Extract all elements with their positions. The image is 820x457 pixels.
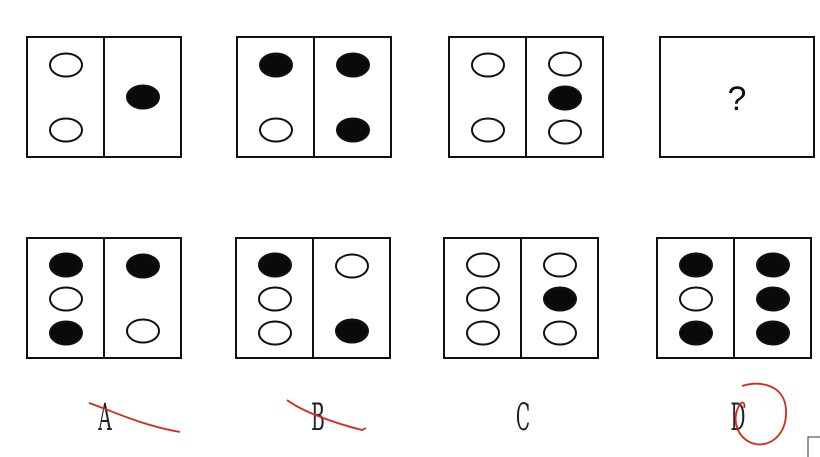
- filled-circle-right: [336, 117, 370, 143]
- corner-element: [807, 436, 820, 457]
- empty-circle-left: [49, 286, 83, 312]
- question-panel-1: [26, 36, 182, 158]
- option-panel-b: [235, 237, 391, 359]
- question-panel-3: [448, 36, 604, 158]
- empty-circle-left: [258, 286, 292, 312]
- option-label-b[interactable]: B: [311, 396, 325, 439]
- filled-circle-right: [756, 252, 790, 278]
- unknown-panel: ?: [659, 36, 815, 158]
- empty-circle-left: [258, 320, 292, 346]
- empty-circle-left: [471, 117, 505, 143]
- option-panel-d: [656, 237, 812, 359]
- filled-circle-left: [259, 52, 293, 78]
- question-panel-2: [236, 36, 392, 158]
- filled-circle-right: [126, 84, 160, 110]
- option-panel-c: [443, 237, 599, 359]
- filled-circle-right: [126, 253, 160, 279]
- empty-circle-left: [466, 286, 500, 312]
- option-label-d[interactable]: D: [731, 396, 746, 439]
- filled-circle-left: [49, 320, 83, 346]
- annotations: [88, 382, 787, 446]
- filled-circle-right: [335, 318, 369, 344]
- empty-circle-right: [543, 252, 577, 278]
- empty-circle-right: [548, 51, 582, 77]
- empty-circle-right: [335, 253, 369, 279]
- circle-mark-d: [734, 382, 787, 446]
- filled-circle-right: [543, 286, 577, 312]
- empty-circle-left: [466, 252, 500, 278]
- option-label-a[interactable]: A: [98, 396, 112, 439]
- empty-circle-left: [49, 117, 83, 143]
- cross-out-stroke-b: [286, 399, 367, 431]
- filled-circle-left: [679, 252, 713, 278]
- filled-circle-left: [49, 252, 83, 278]
- empty-circle-left: [471, 52, 505, 78]
- empty-circle-right: [126, 318, 160, 344]
- filled-circle-right: [756, 286, 790, 312]
- empty-circle-left: [259, 117, 293, 143]
- cross-out-stroke-a: [88, 402, 181, 433]
- empty-circle-left: [679, 286, 713, 312]
- empty-circle-right: [548, 119, 582, 145]
- empty-circle-left: [466, 320, 500, 346]
- filled-circle-left: [258, 252, 292, 278]
- question-mark: ?: [728, 80, 747, 118]
- filled-circle-right: [548, 85, 582, 111]
- filled-circle-right: [756, 320, 790, 346]
- empty-circle-left: [49, 52, 83, 78]
- filled-circle-left: [679, 320, 713, 346]
- filled-circle-right: [336, 52, 370, 78]
- option-panel-a: [26, 237, 182, 359]
- empty-circle-right: [543, 320, 577, 346]
- option-label-c[interactable]: C: [516, 396, 530, 439]
